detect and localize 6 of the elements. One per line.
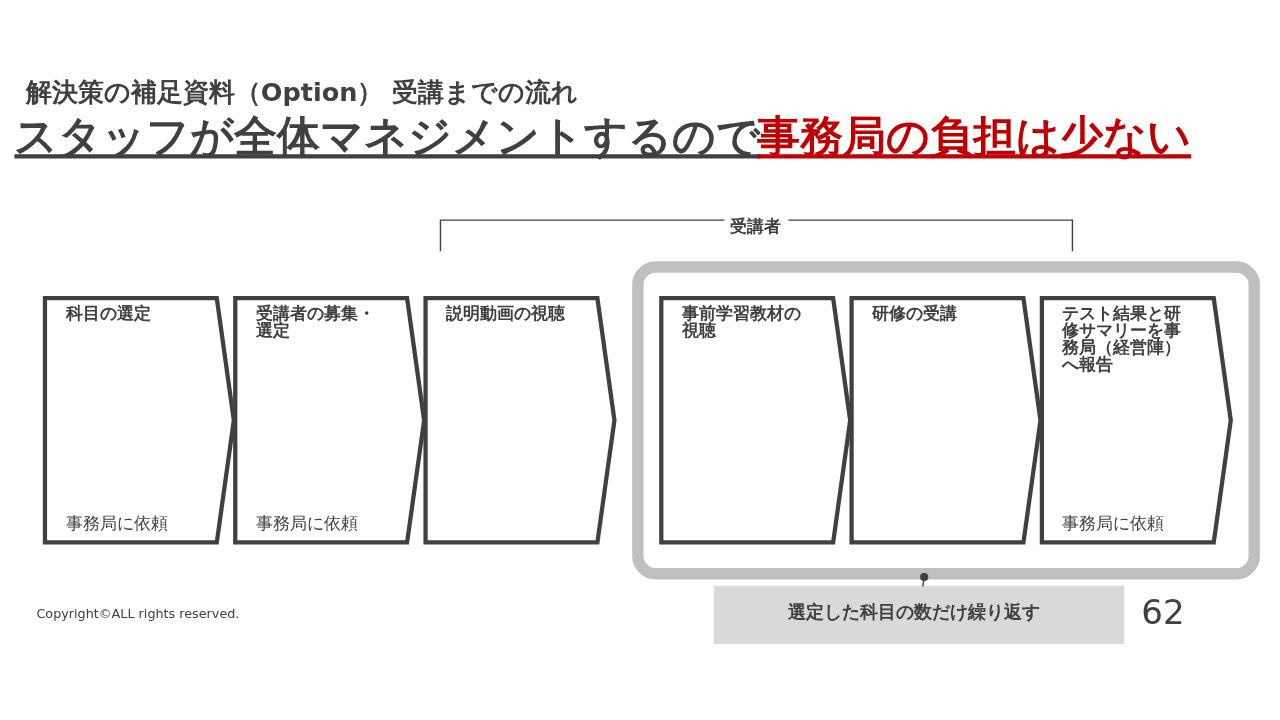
label: 62 [1141,591,1185,632]
diagram-title: 解決策の補足資料（Option） 受講までの流れ [25,77,579,108]
label: 受講者 [730,215,782,236]
node-box: 選定した科目の数だけ繰り返す [713,585,1125,645]
label: Copyright©ALL rights reserved. [36,606,240,622]
connector [920,573,929,588]
